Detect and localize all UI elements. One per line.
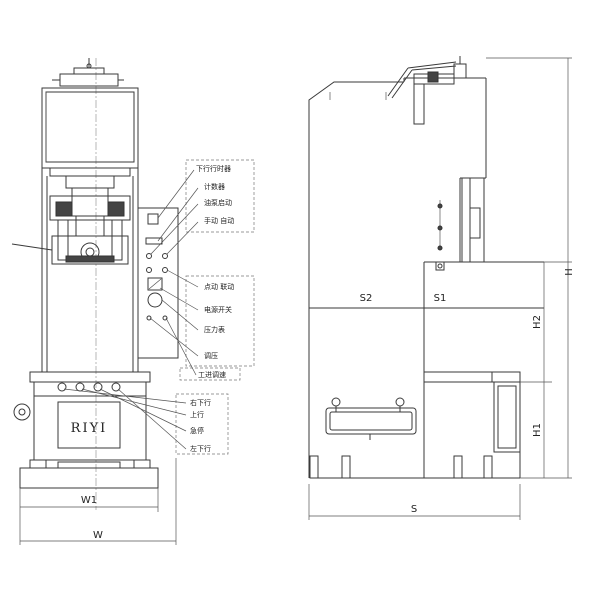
side-view: S S2 S1 H H2 H1 [308,56,575,520]
front-view: RIYI [11,58,255,545]
pressure-regulator [146,315,152,321]
callout-label: 油泵启动 [204,198,232,207]
pump-start-switch [146,253,152,259]
cylinder-housing [41,87,139,177]
feed-speed-knob [162,315,168,321]
callout-group-feed [179,367,241,381]
callout-label: 急停 [190,426,204,435]
logo-text: RIYI [71,421,108,436]
callout-label: 手动 自动 [204,216,234,225]
dimension-s2-label: S2 [360,293,373,304]
ram-assembly [11,175,131,265]
callout-group-buttons [175,393,229,455]
callout-label: 电源开关 [204,305,232,314]
pressure-gauge [147,292,163,308]
side-ram [435,177,485,271]
base-buttons [57,382,121,392]
lower-base: RIYI [13,371,159,489]
side-top-cylinder [329,56,467,125]
frame-column [41,168,139,372]
button-right-down [57,382,67,392]
dimension-h2-label: H2 [532,315,543,329]
dimension-h-label: H [564,268,575,276]
callout-leaders [63,169,199,450]
power-switch [147,277,163,291]
callout-label: 下行行时器 [196,164,231,173]
button-up [75,382,85,392]
dimension-w-label: W [93,530,103,541]
dimension-s1-label: S1 [434,293,447,304]
dimension-s-label: S [411,504,417,515]
callout-label: 压力表 [204,325,225,334]
button-left-down [111,382,121,392]
callout-label: 工进调速 [198,370,226,379]
callout-label: 点动 联动 [204,282,234,291]
callout-label: 右下行 [190,398,211,407]
counter-display [145,237,163,245]
callout-group-middle [185,275,255,367]
side-base [309,371,521,479]
button-emergency-stop [93,382,103,392]
side-frame [308,77,544,478]
side-cooler [325,397,417,440]
callout-label: 计数器 [204,182,225,191]
timer-display [147,213,159,225]
top-valve [52,58,124,87]
callout-label: 上行 [190,410,204,419]
mode-switch [162,253,168,259]
dimension-h1-label: H1 [532,423,543,437]
side-dimensions: S S2 S1 H H2 H1 [308,57,575,520]
front-dimensions: W1 W [19,458,177,545]
callout-label: 左下行 [190,444,211,453]
dimension-w1-label: W1 [81,495,97,506]
callout-label: 调压 [204,351,218,360]
control-panel [137,207,179,359]
callout-labels: 下行行时器 计数器 油泵启动 手动 自动 点动 联动 电源开关 压力表 调压 工… [190,164,234,453]
